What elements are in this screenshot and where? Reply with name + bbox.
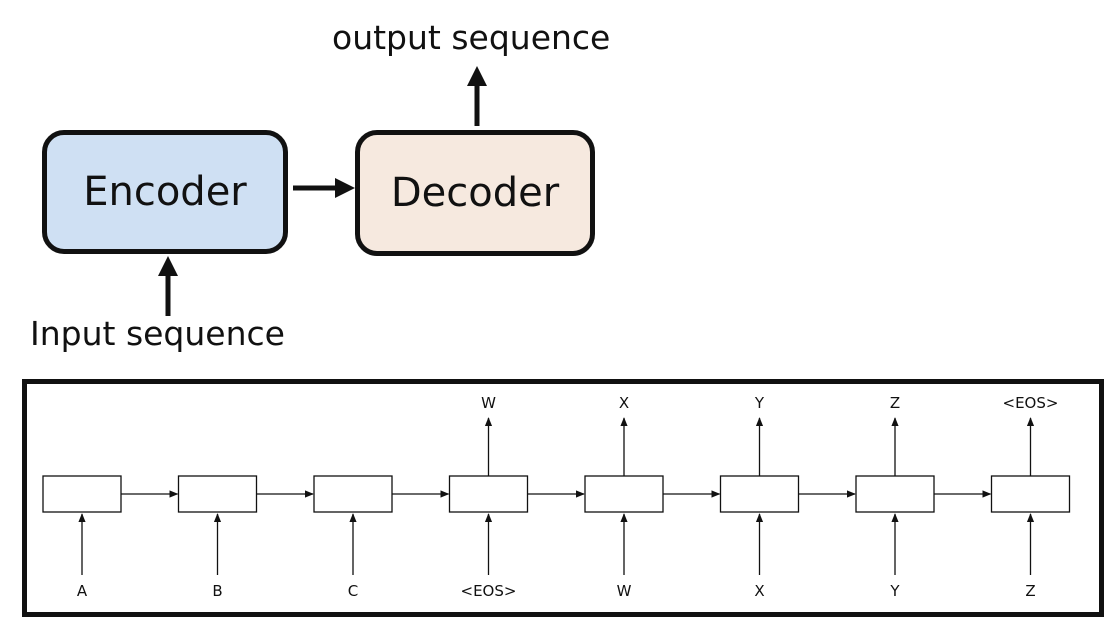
rnn-cell [855, 475, 935, 513]
cell-output-label: Y [754, 394, 765, 412]
unrolled-sequence-panel: A B C <EOS> W W X X Y Y Z Z <EOS> [22, 379, 1104, 617]
decoder-label: Decoder [390, 170, 560, 216]
rnn-cell [177, 475, 258, 513]
cell-input-label: Z [1025, 582, 1035, 600]
unrolled-sequence-diagram: A B C <EOS> W W X X Y Y Z Z <EOS> [42, 394, 1071, 600]
rnn-cell [990, 475, 1071, 513]
encoder-box: Encoder [42, 130, 288, 254]
cell-output-label: W [481, 394, 496, 412]
cell-input-label: A [77, 582, 88, 600]
cell-input-label: B [212, 582, 222, 600]
rnn-cell [448, 475, 529, 513]
cell-input-label: X [754, 582, 764, 600]
output-sequence-label: output sequence [332, 18, 611, 57]
encoder-label: Encoder [83, 169, 247, 215]
cell-input-label: C [348, 582, 358, 600]
cell-input-label: Y [889, 582, 900, 600]
rnn-cell [719, 475, 800, 513]
cell-output-label: Z [890, 394, 900, 412]
cell-output-label: <EOS> [1003, 394, 1059, 412]
rnn-cell [584, 475, 664, 513]
encoder-decoder-arrows [158, 66, 487, 316]
rnn-cell [42, 475, 122, 513]
rnn-cell [313, 475, 393, 513]
cell-output-label: X [619, 394, 629, 412]
cell-input-label: W [617, 582, 632, 600]
cell-input-label: <EOS> [461, 582, 517, 600]
input-sequence-label: Input sequence [30, 314, 285, 353]
decoder-box: Decoder [355, 130, 595, 256]
